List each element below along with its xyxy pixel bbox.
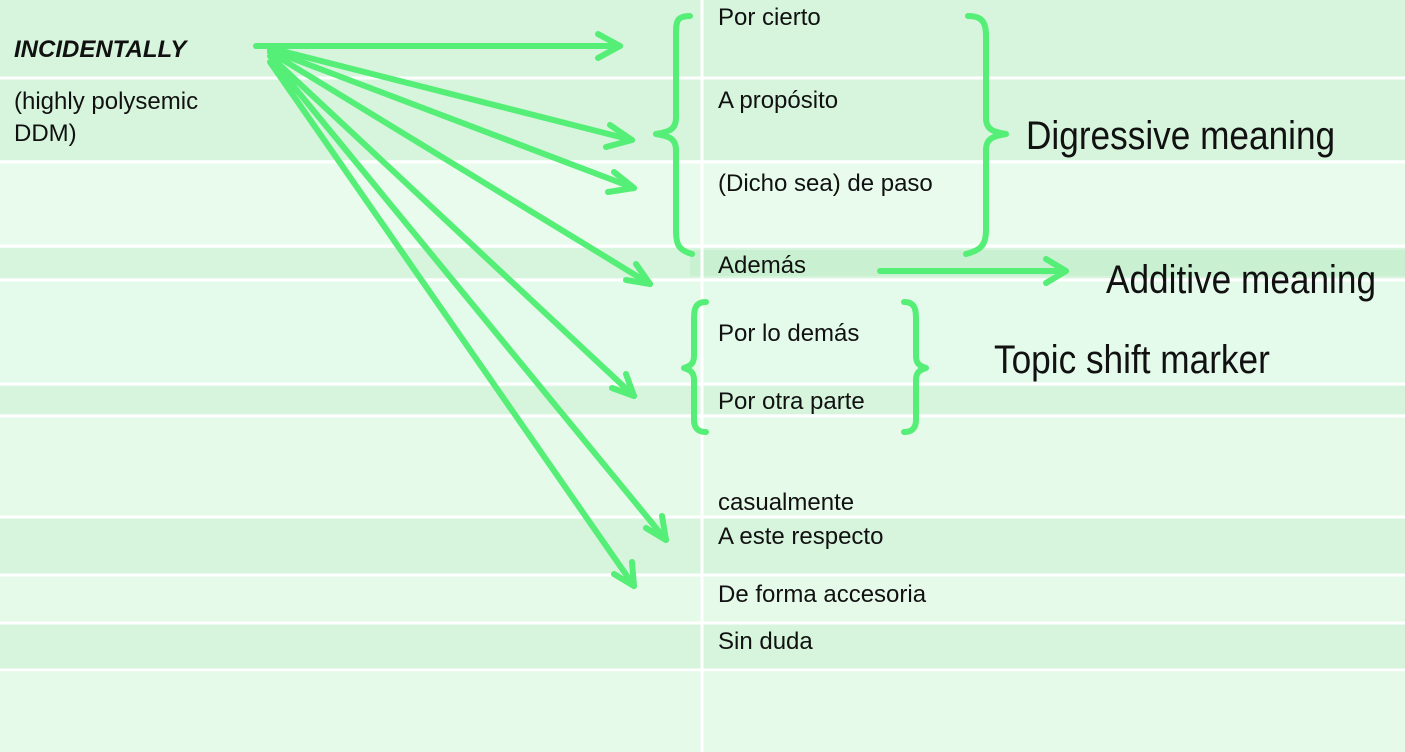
brace-left-topic-shift <box>681 299 709 435</box>
translation-item: (Dicho sea) de paso <box>718 170 933 197</box>
translation-item: A propósito <box>718 87 839 114</box>
translation-item: Por cierto <box>718 4 821 31</box>
arrow-to-ademas <box>267 49 653 287</box>
arrow-to-additive-meaning <box>877 256 1069 286</box>
translation-item: A este respecto <box>718 523 884 550</box>
group-label-digressive: Digressive meaning <box>1026 114 1336 158</box>
brace-right-digressive <box>963 13 1009 257</box>
translation-item: casualmente <box>718 489 855 516</box>
arrow-to-dicho-sea-de-paso <box>267 47 637 195</box>
translation-item: Por lo demás <box>718 320 860 347</box>
group-label-additive: Additive meaning <box>1106 258 1377 302</box>
arrow-to-por-cierto <box>253 31 623 61</box>
source-note-line-2: DDM) <box>14 120 77 147</box>
brace-right-topic-shift <box>901 299 929 435</box>
arrow-to-a-este-respecto <box>269 57 669 543</box>
brace-left-digressive <box>653 13 695 257</box>
translation-item: Por otra parte <box>718 388 865 415</box>
translation-item: Además <box>718 252 807 279</box>
translation-item: De forma accesoria <box>718 581 927 608</box>
group-label-topic-shift: Topic shift marker <box>994 338 1270 382</box>
translation-item: Sin duda <box>718 628 813 655</box>
source-term: INCIDENTALLY <box>14 36 187 63</box>
arrow-to-a-proposito <box>267 45 635 150</box>
source-note: (highly polysemic DDM) <box>14 86 198 150</box>
arrow-to-de-forma-accesoria <box>267 59 637 589</box>
arrow-to-por-otra-parte <box>267 53 637 399</box>
source-note-line-1: (highly polysemic <box>14 88 199 115</box>
